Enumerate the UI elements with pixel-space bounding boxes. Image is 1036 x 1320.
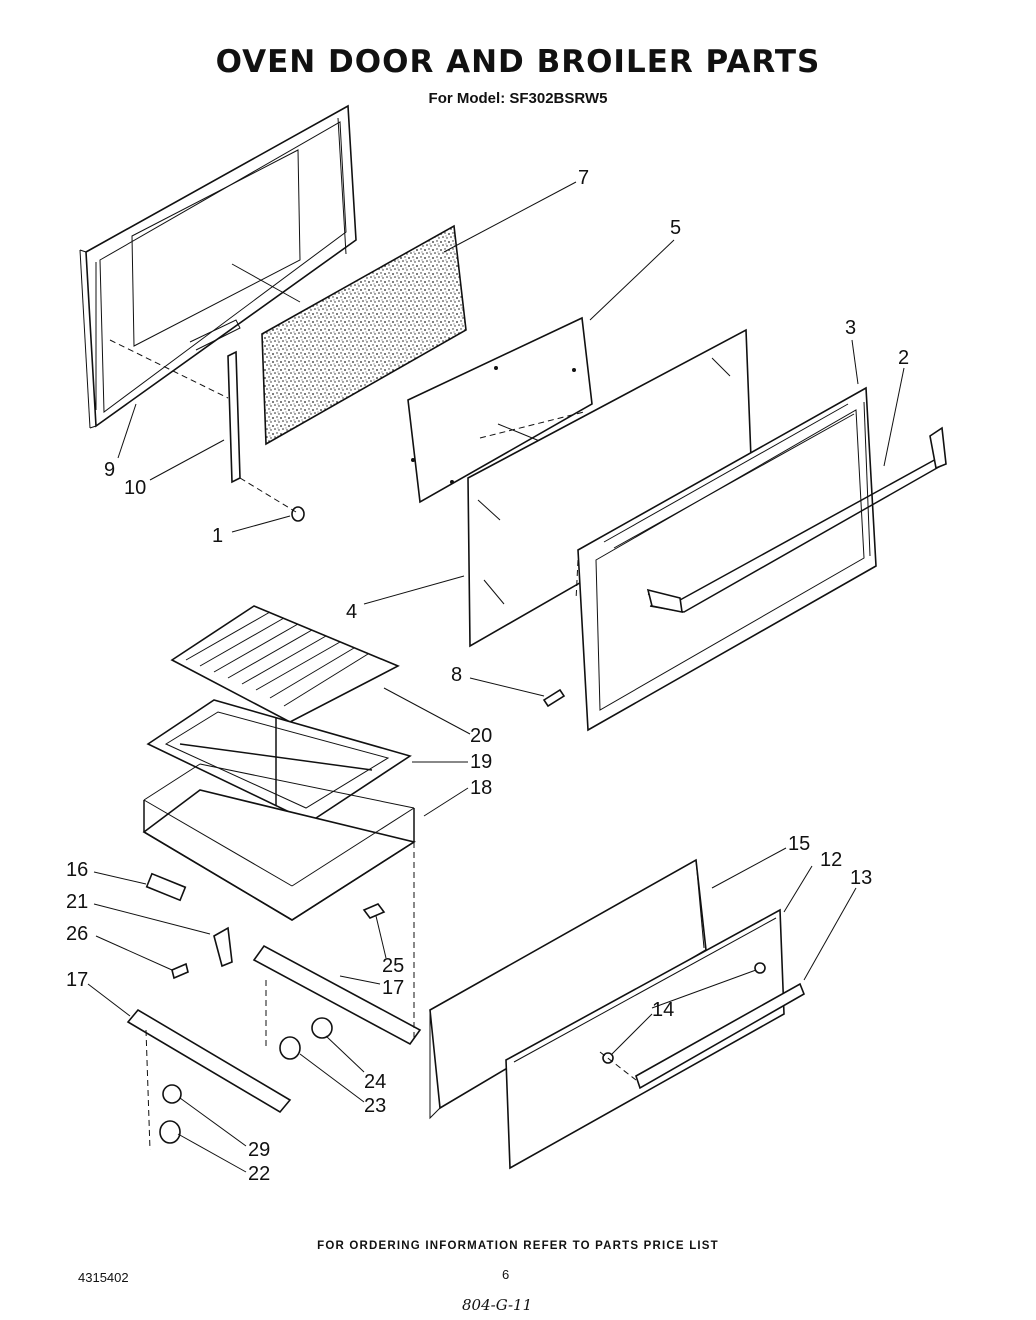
callout-3: 3 bbox=[845, 317, 856, 339]
callout-13: 13 bbox=[850, 867, 872, 889]
leader-lines bbox=[87, 181, 905, 1173]
callout-2: 2 bbox=[898, 347, 909, 369]
door-handle bbox=[646, 426, 947, 614]
door-screw bbox=[291, 506, 305, 522]
broiler-rail-right bbox=[252, 944, 422, 1046]
callout-12: 12 bbox=[820, 849, 842, 871]
rail-wheel bbox=[159, 1120, 181, 1144]
callout-8: 8 bbox=[451, 664, 462, 686]
model-subtitle: For Model: SF302BSRW5 bbox=[428, 90, 608, 107]
handwritten-note: 804-G-11 bbox=[462, 1296, 533, 1314]
door-channel bbox=[227, 350, 241, 484]
drawer-front bbox=[505, 908, 785, 1170]
rail-roller bbox=[311, 1017, 333, 1039]
callout-24: 24 bbox=[364, 1071, 386, 1093]
door-insulation bbox=[261, 224, 467, 446]
callout-10: 10 bbox=[124, 477, 146, 499]
callout-17-right: 17 bbox=[382, 977, 404, 999]
page-title: OVEN DOOR AND BROILER PARTS bbox=[215, 44, 821, 80]
callout-19: 19 bbox=[470, 751, 492, 773]
callout-23: 23 bbox=[364, 1095, 386, 1117]
pan-clip bbox=[362, 903, 386, 919]
rail-bushing bbox=[279, 1036, 301, 1060]
broiler-pan-rack bbox=[146, 699, 412, 823]
callout-7: 7 bbox=[578, 167, 589, 189]
callout-9: 9 bbox=[104, 459, 115, 481]
door-frame bbox=[577, 386, 877, 732]
callout-1: 1 bbox=[212, 525, 223, 547]
document-number: 4315402 bbox=[78, 1270, 129, 1285]
bracket-screw bbox=[171, 962, 189, 980]
callout-25: 25 bbox=[382, 955, 404, 977]
broiler-rail-left bbox=[126, 1008, 292, 1114]
callout-4: 4 bbox=[346, 601, 357, 623]
callout-22: 22 bbox=[248, 1163, 270, 1185]
callout-26: 26 bbox=[66, 923, 88, 945]
callout-17-left: 17 bbox=[66, 969, 88, 991]
callout-5: 5 bbox=[670, 217, 681, 239]
broiler-bracket bbox=[213, 926, 233, 968]
inner-door-liner bbox=[79, 104, 357, 429]
door-stop-clip bbox=[542, 688, 566, 708]
callout-29: 29 bbox=[248, 1139, 270, 1161]
broiler-spring bbox=[145, 872, 187, 902]
callout-15: 15 bbox=[788, 833, 810, 855]
assembly-lines bbox=[109, 339, 637, 1151]
callout-21: 21 bbox=[66, 891, 88, 913]
inner-glass bbox=[407, 316, 593, 504]
callout-20: 20 bbox=[470, 725, 492, 747]
ordering-note: FOR ORDERING INFORMATION REFER TO PARTS … bbox=[317, 1240, 719, 1252]
drawer-trim bbox=[635, 982, 806, 1090]
rail-nut bbox=[162, 1084, 182, 1104]
callout-14: 14 bbox=[652, 999, 674, 1021]
broiler-grid bbox=[170, 605, 400, 723]
page-number: 6 bbox=[502, 1267, 510, 1282]
callout-16: 16 bbox=[66, 859, 88, 881]
callout-18: 18 bbox=[470, 777, 492, 799]
drawer-grommet-upper bbox=[754, 962, 766, 974]
callout-numbers: 7 5 3 2 9 10 1 4 8 20 19 18 16 21 26 25 … bbox=[66, 167, 909, 1185]
